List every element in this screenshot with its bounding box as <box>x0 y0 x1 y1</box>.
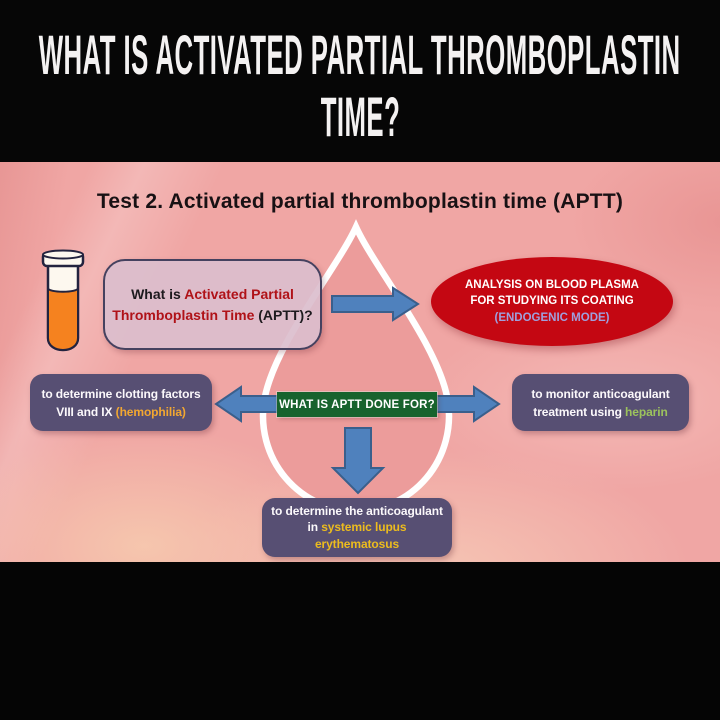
lupus-line1: to determine the anticoagulant <box>271 503 443 518</box>
heparin-line1: to monitor anticoagulant <box>531 386 670 401</box>
lupus-line3-yellow: erythematosus <box>314 536 400 551</box>
heparin-line2-green: heparin <box>625 404 668 419</box>
clotting-factors-box: to determine clotting factors VIII and I… <box>30 374 212 431</box>
clotting-line1: to determine clotting factors <box>41 386 201 401</box>
slide-heading: Test 2. Activated partial thromboplastin… <box>96 190 624 213</box>
heparin-line2-white: treatment using <box>533 404 626 419</box>
question-text-red2: Thromboplastin Time <box>112 306 255 323</box>
lupus-line2-yellow: systemic lupus <box>321 520 407 535</box>
slide-canvas: Test 2. Activated partial thromboplastin… <box>0 162 720 562</box>
question-text-black2: (APTT)? <box>254 306 313 323</box>
question-text-red1: Activated Partial <box>184 285 294 302</box>
question-box: What is Activated Partial Thromboplastin… <box>103 259 322 350</box>
question-text-black1: What is <box>131 285 185 302</box>
lupus-box: to determine the anticoagulant in system… <box>262 498 452 557</box>
top-title-bar: WHAT IS ACTIVATED PARTIAL THROMBOPLASTIN… <box>0 0 720 162</box>
bottom-bar <box>0 562 720 720</box>
page-title-line2: TIME? <box>320 85 400 148</box>
ellipse-line3: (ENDOGENIC MODE) <box>494 311 610 324</box>
clotting-line2-white: VIII and IX <box>56 404 116 419</box>
clotting-line2-orange: (hemophilia) <box>115 404 186 419</box>
ellipse-line2: FOR STUDYING ITS COATING <box>470 295 634 308</box>
arrow-right-icon <box>331 286 420 322</box>
arrow-down-icon <box>330 427 386 495</box>
arrow-right2-icon <box>436 385 501 423</box>
test-tube-icon <box>41 249 85 352</box>
arrow-left-icon <box>214 385 278 423</box>
lupus-line2-white: in <box>307 520 322 535</box>
ellipse-line1: ANALYSIS ON BLOOD PLASMA <box>464 279 639 291</box>
page-title-line1: WHAT IS ACTIVATED PARTIAL THROMBOPLASTIN <box>39 23 681 86</box>
center-question-box: WHAT IS APTT DONE FOR? <box>277 392 437 417</box>
analysis-ellipse: ANALYSIS ON BLOOD PLASMA FOR STUDYING IT… <box>431 257 673 346</box>
heparin-box: to monitor anticoagulant treatment using… <box>512 374 689 431</box>
